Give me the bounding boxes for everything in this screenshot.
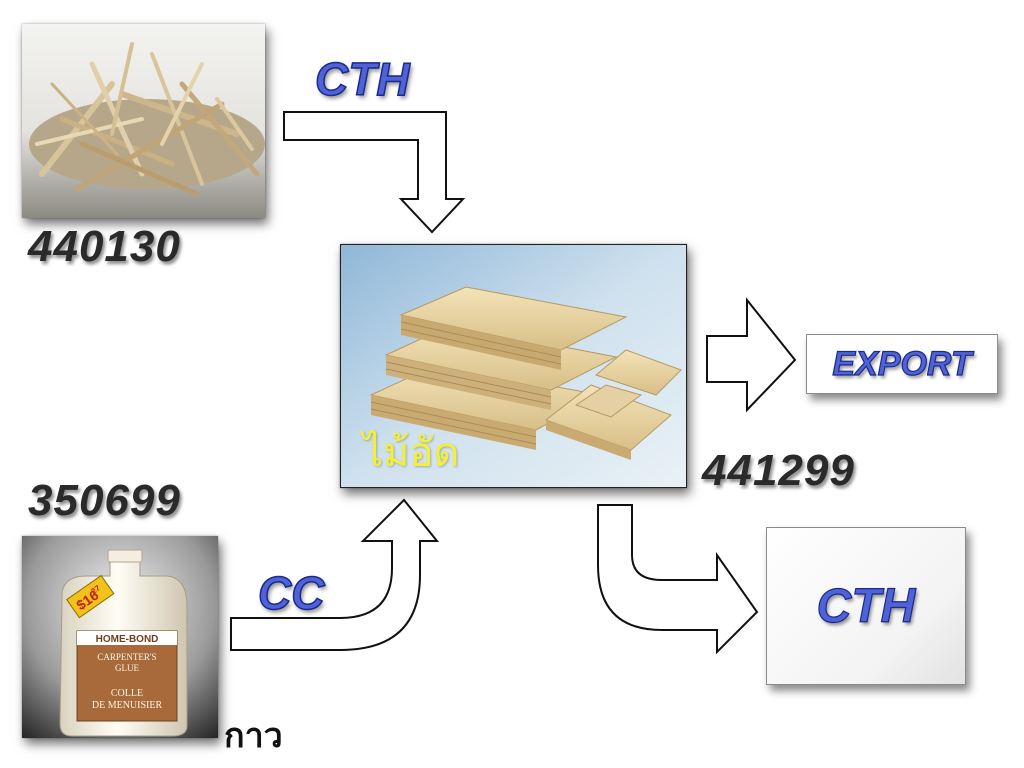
glue-label-line4: DE MENUISIER [92, 700, 163, 711]
glue-bottle-image: HOME-BOND CARPENTER'S GLUE COLLE DE MENU… [22, 536, 218, 738]
plywood-image [340, 244, 687, 488]
glue-label-line3: COLLE [111, 688, 143, 699]
plywood-code: 441299 [702, 446, 855, 495]
plywood-thai-label: ไม้อัด [363, 430, 460, 476]
glue-thai-caption: กาว [224, 716, 283, 756]
scrap-wood-code: 440130 [28, 222, 181, 271]
glue-label-line2: GLUE [115, 663, 139, 673]
cth-path-label: CTH [314, 52, 410, 106]
arrow-to-export [706, 297, 797, 413]
glue-label-brand: HOME-BOND [96, 634, 159, 645]
cth-output-label: CTH [816, 579, 916, 633]
arrow-scrap-to-plywood [283, 111, 466, 234]
wood-scrap-image [22, 24, 265, 218]
cth-output-box: CTH [766, 527, 966, 685]
glue-code: 350699 [28, 476, 181, 525]
arrow-glue-to-plywood [230, 498, 440, 651]
glue-label-line1: CARPENTER'S [97, 652, 156, 662]
export-box: EXPORT [806, 334, 998, 394]
export-label: EXPORT [832, 344, 972, 383]
arrow-to-cth-box [597, 504, 759, 655]
cc-path-label: CC [257, 566, 325, 620]
